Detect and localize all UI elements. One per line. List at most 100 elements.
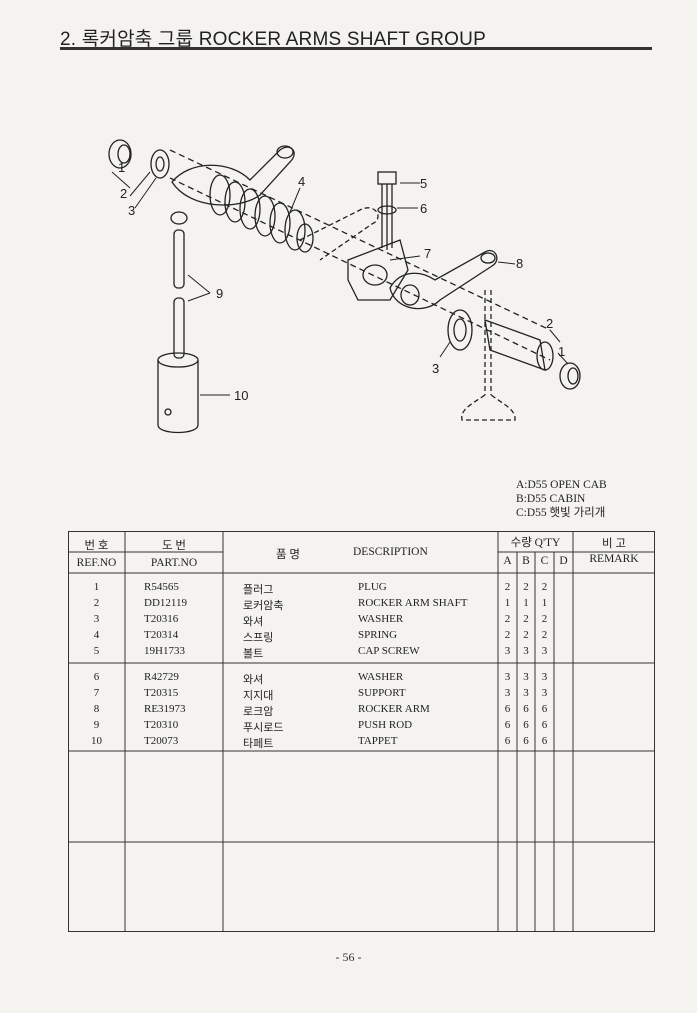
cell-description: WASHER (358, 671, 404, 683)
cell-name-ko: 와셔 (243, 616, 264, 628)
cell-qty: 3 (504, 687, 511, 699)
tappet-part (157, 352, 199, 434)
cell-qty: 6 (504, 703, 511, 715)
parts-table: 번 호 REF.NO 도 번 PART.NO 품 명 DESCRIPTION 수… (68, 531, 655, 932)
cell-description: ROCKER ARM (358, 703, 430, 715)
cell-part-no: RE31973 (144, 703, 186, 715)
cell-name-ko: 볼트 (243, 648, 264, 660)
cell-part-no: T20314 (144, 629, 179, 641)
rocker-arm-diagram: 1 2 3 4 5 6 7 8 2 1 3 9 10 (108, 139, 581, 434)
cell-qty: 6 (504, 735, 511, 747)
header-remark-ko: 비 고 (601, 538, 627, 550)
cell-part-no: 19H1733 (144, 645, 185, 657)
cell-name-ko: 로커암축 (243, 600, 284, 612)
cell-qty: 6 (523, 719, 529, 731)
plug-right-part (559, 362, 581, 390)
cell-part-no: T20310 (144, 719, 179, 731)
page-number: - 56 - (335, 950, 362, 964)
header-qty-d: D (559, 555, 568, 567)
washer-left-part (150, 149, 170, 179)
header-qty: 수량 Q'TY (510, 537, 561, 549)
cell-description: SPRING (358, 629, 398, 641)
cell-qty: 2 (523, 629, 529, 641)
callout-label: 6 (420, 201, 427, 216)
cell-name-ko: 타페트 (243, 738, 274, 750)
header-qty-a: A (503, 555, 512, 567)
cell-qty: 1 (541, 597, 548, 609)
cell-qty: 3 (541, 687, 548, 699)
cell-qty: 3 (541, 645, 548, 657)
page-title: 2. 록커암축 그룹 ROCKER ARMS SHAFT GROUP (60, 29, 486, 50)
cell-ref: 1 (93, 581, 100, 593)
cell-name-ko: 푸시로드 (243, 722, 284, 734)
cell-name-ko: 로크암 (243, 706, 274, 718)
cell-part-no: DD12119 (144, 597, 187, 609)
header-qty-b: B (522, 555, 530, 567)
cell-description: PUSH ROD (358, 719, 413, 731)
table-grid (68, 531, 655, 932)
cell-description: SUPPORT (358, 687, 406, 699)
cell-part-no: T20316 (144, 613, 179, 625)
header-qty-c: C (540, 555, 549, 567)
cell-description: WASHER (358, 613, 404, 625)
cell-ref: 2 (93, 597, 100, 609)
cell-qty: 3 (541, 671, 548, 683)
cell-qty: 6 (504, 719, 511, 731)
cell-ref: 9 (93, 719, 100, 731)
header-description: DESCRIPTION (353, 546, 428, 558)
cell-qty: 3 (504, 671, 511, 683)
cell-qty: 2 (541, 629, 548, 641)
push-rod-part (170, 211, 188, 359)
callout-label: 10 (234, 388, 248, 403)
cell-description: PLUG (358, 581, 387, 593)
cell-qty: 6 (541, 719, 548, 731)
plug-left-part (108, 139, 132, 169)
header-ref-ko: 번 호 (84, 540, 109, 552)
washer-screw-part (377, 205, 397, 215)
cell-qty: 2 (523, 581, 529, 593)
cell-qty: 3 (523, 671, 529, 683)
header-ref-en: REF.NO (76, 557, 117, 569)
cell-description: ROCKER ARM SHAFT (358, 597, 468, 609)
cell-qty: 2 (504, 613, 511, 625)
callout-label: 9 (216, 286, 223, 301)
callout-label: 1 (558, 344, 565, 359)
cap-screw-part (377, 171, 397, 250)
cell-qty: 2 (504, 629, 511, 641)
cell-name-ko: 와셔 (243, 674, 264, 686)
model-legend: A:D55 OPEN CAB B:D55 CABIN C:D55 햇빛 가리개 (516, 478, 607, 520)
cell-part-no: T20073 (144, 735, 179, 747)
callout-label: 5 (420, 176, 427, 191)
cell-part-no: R54565 (144, 581, 179, 593)
cell-qty: 6 (523, 735, 529, 747)
legend-item: A:D55 OPEN CAB (516, 479, 607, 491)
callout-label: 3 (128, 203, 135, 218)
callout-label: 4 (298, 174, 305, 189)
cell-part-no: T20315 (144, 687, 179, 699)
cell-description: TAPPET (358, 735, 398, 747)
cell-qty: 6 (523, 703, 529, 715)
cell-ref: 5 (93, 645, 100, 657)
cell-part-no: R42729 (144, 671, 179, 683)
cell-qty: 3 (504, 645, 511, 657)
cell-description: CAP SCREW (358, 645, 420, 657)
cell-ref: 8 (93, 703, 100, 715)
cell-qty: 2 (541, 613, 548, 625)
cell-qty: 6 (541, 703, 548, 715)
cell-ref: 10 (91, 735, 102, 747)
legend-item: B:D55 CABIN (516, 493, 586, 505)
title-underline (60, 47, 652, 50)
washer-mid-part (296, 223, 314, 253)
cell-name-ko: 스프링 (243, 632, 274, 644)
callout-label: 2 (120, 186, 127, 201)
cell-qty: 1 (523, 597, 529, 609)
legend-item: C:D55 햇빛 가리개 (516, 507, 606, 519)
cell-name-ko: 지지대 (243, 690, 274, 702)
callout-label: 2 (546, 316, 553, 331)
cell-qty: 2 (523, 613, 529, 625)
header-name-ko: 품 명 (275, 549, 301, 561)
callout-label: 7 (424, 246, 431, 261)
cell-qty: 2 (541, 581, 548, 593)
cell-qty: 2 (504, 581, 511, 593)
cell-qty: 6 (541, 735, 548, 747)
